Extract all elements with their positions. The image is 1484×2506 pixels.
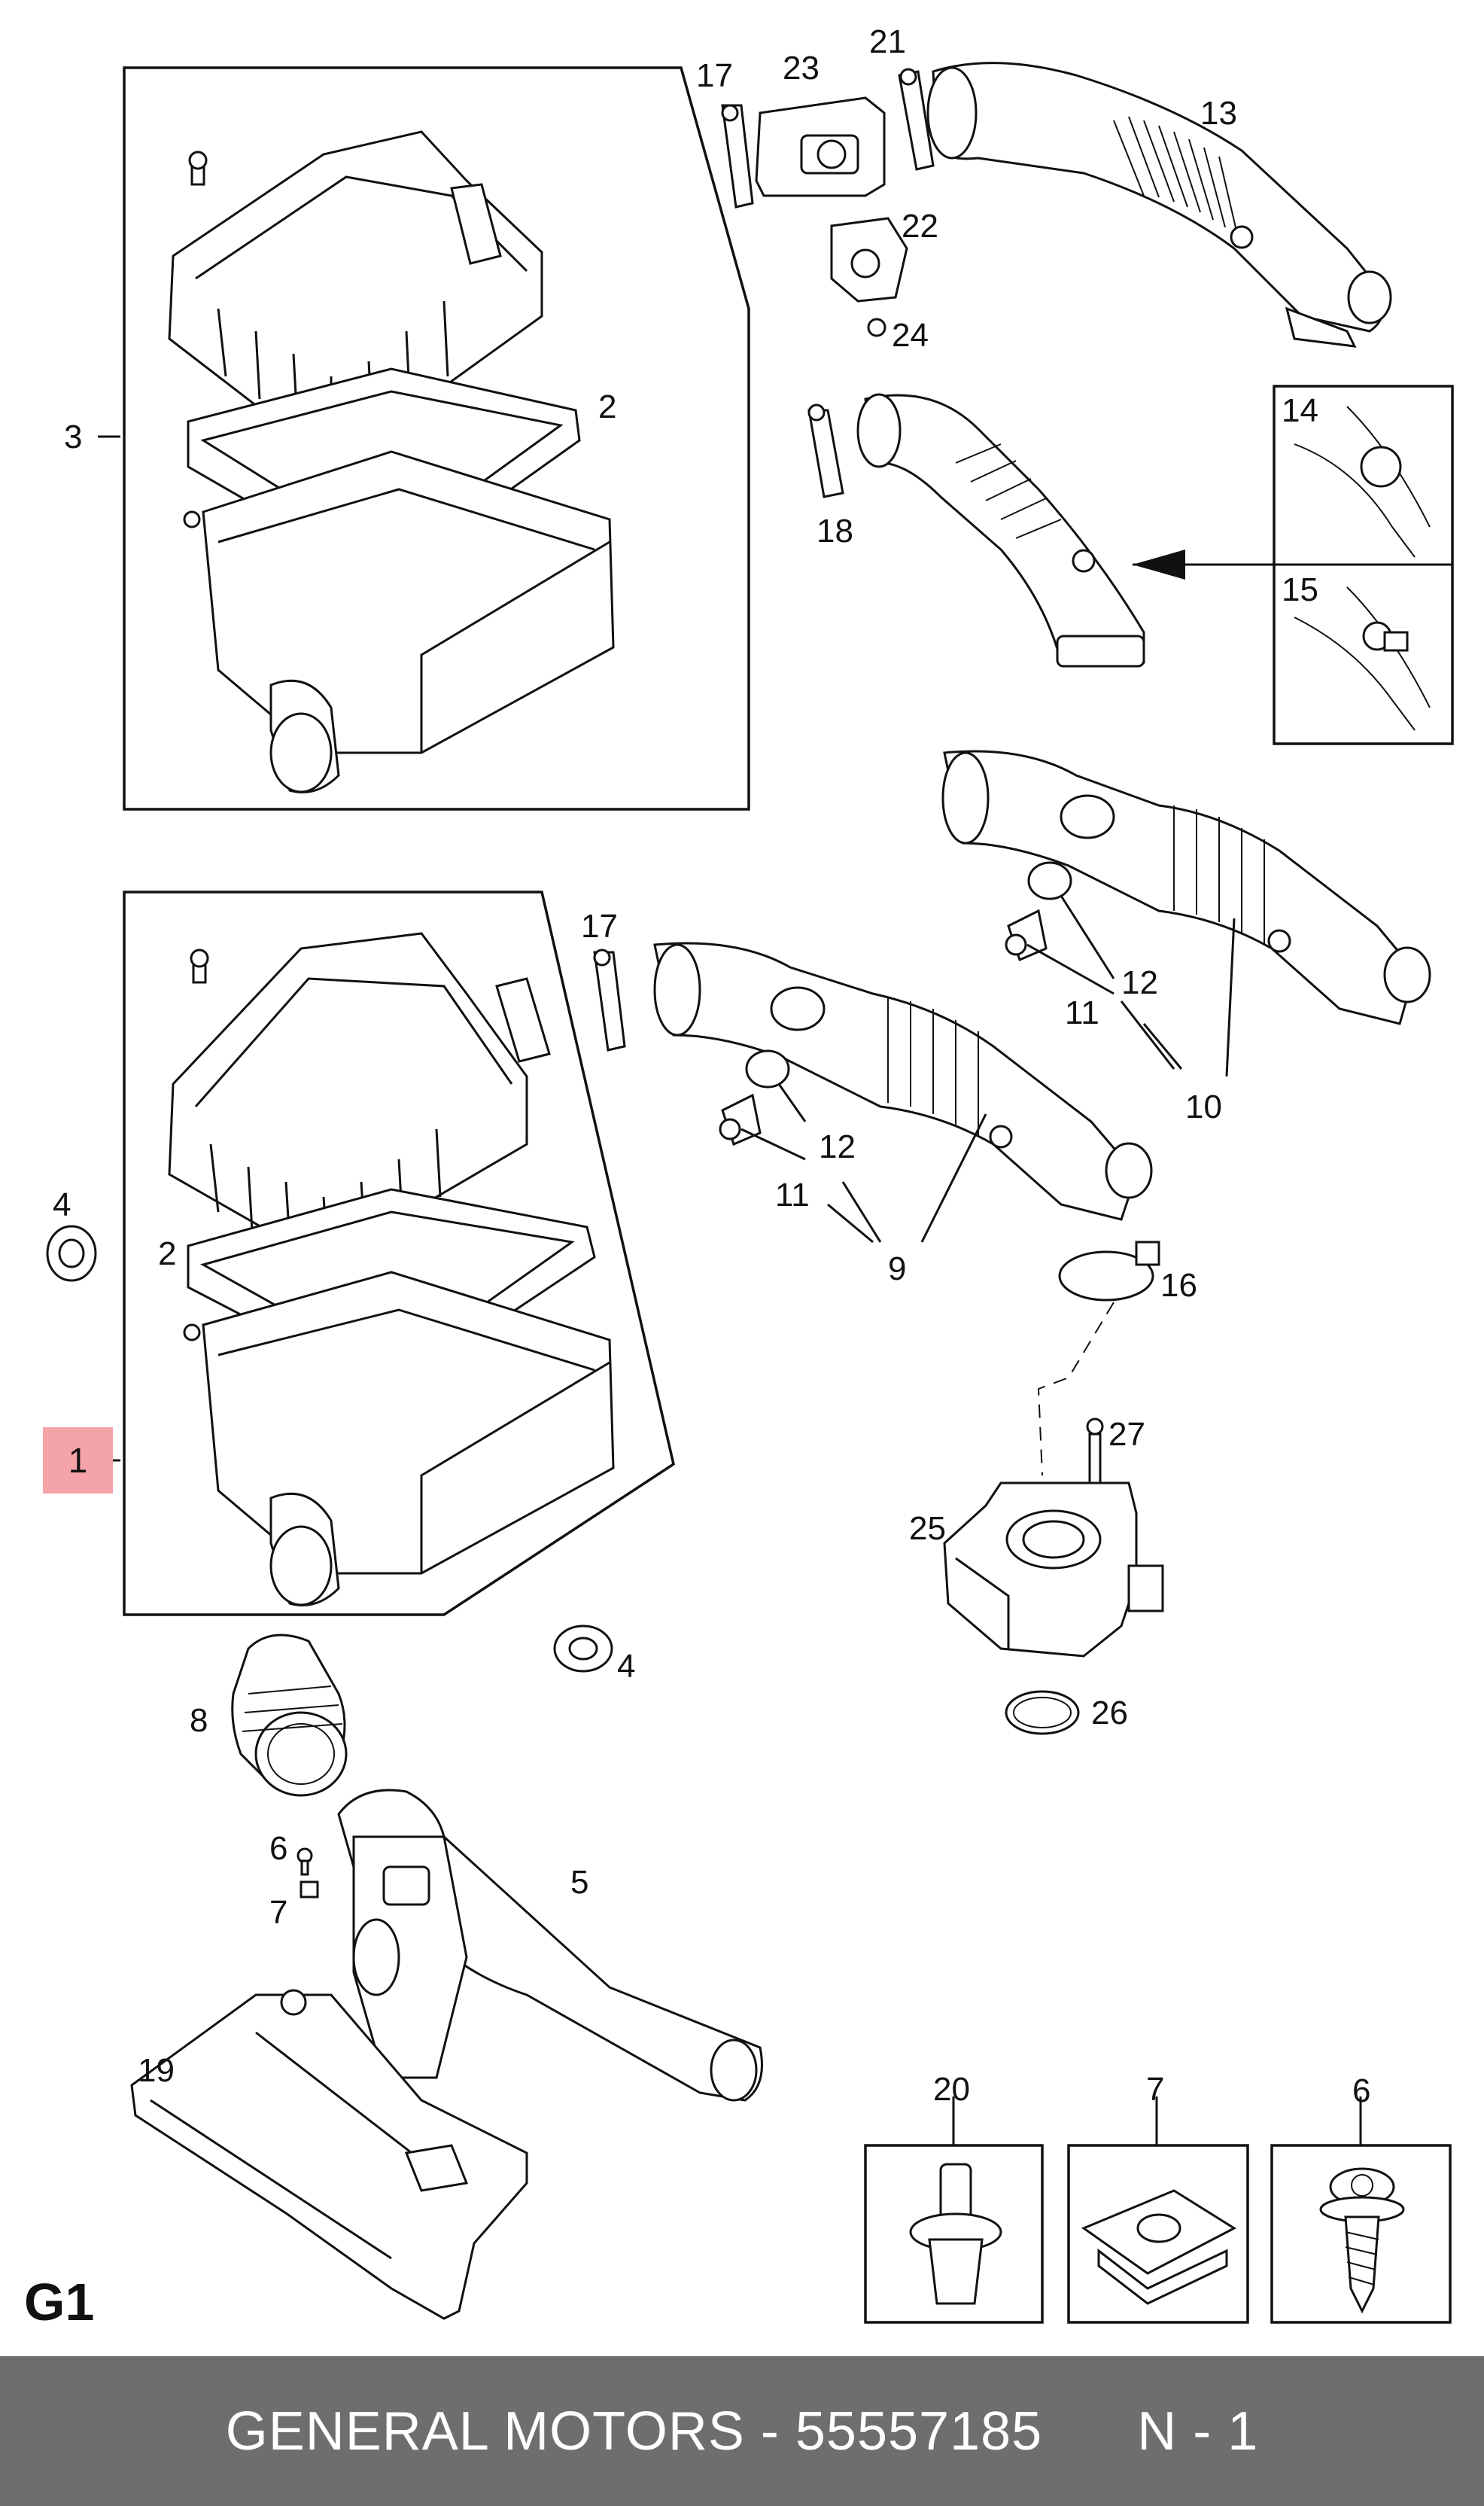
callout-27: 27 [1108,1416,1145,1453]
mass-air-flow-sensor-23 [755,96,886,197]
callout-labels: 3 2 17 23 21 13 22 24 14 15 18 17 12 11 … [53,23,1370,2109]
callout-11-lower: 11 [775,1177,810,1213]
callout-15: 15 [1282,571,1318,608]
clip-7-small [300,1880,319,1899]
intake-snorkel-8 [231,1634,348,1797]
sensor-11-upper [1005,909,1048,962]
screw-6 [1319,2167,1405,2314]
footer-separator-text: - [760,2401,780,2462]
callout-19: 19 [138,2052,175,2089]
callout-10: 10 [1185,1089,1222,1125]
callout-25: 25 [909,1510,946,1547]
detail-box-7 [1067,2144,1249,2324]
callout-22: 22 [902,208,938,245]
grommet-4-left [46,1225,97,1282]
intake-duct-5 [337,1789,763,2102]
clamp-17-upper [721,104,754,209]
callout-21: 21 [869,23,906,60]
speed-nut-7 [1081,2189,1237,2305]
callout-7-detail: 7 [1146,2071,1164,2108]
clamp-21 [898,68,935,171]
sensor-11-lower [719,1093,762,1146]
footer-bar: GENERAL MOTORS - 55557185 N - 1 [0,2356,1484,2506]
callout-11-upper: 11 [1065,994,1099,1031]
footer-part-number: 55557185 [795,2401,1043,2462]
callout-26: 26 [1091,1695,1128,1731]
callout-2-lower: 2 [158,1235,176,1272]
air-duct-9 [653,942,1153,1221]
footer-separator: - [745,2401,795,2462]
callout-4-right: 4 [617,1648,635,1685]
callout-6-detail: 6 [1352,2072,1370,2109]
footer-brand: GENERAL MOTORS [225,2401,745,2462]
callout-16: 16 [1160,1267,1197,1304]
clamp-18 [807,403,844,498]
exploded-parts-diagram: 3 2 17 23 21 13 22 24 14 15 18 17 12 11 … [46,23,1454,2324]
sheet-code: G1 [24,2273,95,2331]
air-cleaner-assembly-lower [168,932,615,1606]
callout-5: 5 [570,1864,588,1901]
throttle-body-25 [943,1481,1164,1658]
seal-ring-26 [1005,1690,1080,1735]
callout-20: 20 [933,2071,970,2108]
callout-4-left: 4 [53,1186,71,1223]
assembly-guide-dashed [1037,1302,1115,1476]
bracket-22 [830,217,908,303]
screw-6-small [296,1847,313,1876]
air-cleaner-frame-lower [123,891,675,1616]
callout-13: 13 [1200,95,1237,132]
air-intake-duct-13 [926,62,1392,348]
grommet-4-right [553,1624,613,1673]
callout-6-small: 6 [269,1830,287,1867]
screw-24 [867,318,886,337]
inset-arrow-head [1133,550,1185,580]
resonator-19 [130,1989,528,2320]
callout-14: 14 [1282,392,1318,429]
air-duct-18 [856,393,1145,668]
callout-24: 24 [892,317,929,354]
inset-detail-15 [1294,586,1431,731]
callout-17-upper: 17 [696,57,733,94]
footer-sequence: N - 1 [1137,2401,1259,2462]
callout-3: 3 [64,419,82,455]
callout-1-highlighted: 1 [68,1441,88,1480]
callout-23: 23 [783,50,820,87]
callout-2-upper: 2 [598,388,616,425]
callout-9: 9 [888,1250,906,1287]
air-duct-10 [941,750,1431,1025]
callout-7-small: 7 [269,1894,287,1931]
air-cleaner-assembly-upper [168,130,615,793]
callout-8: 8 [190,1702,208,1739]
hose-clamp-16 [1058,1241,1160,1302]
push-clip-20 [909,2163,1002,2305]
bolt-27 [1086,1417,1104,1492]
highlight-marker [43,1427,113,1494]
grommet-12-lower [745,1049,790,1089]
callout-12-lower: 12 [819,1128,856,1165]
callout-17-lower: 17 [581,908,618,945]
leader-lines [98,435,1362,2145]
callout-12-upper: 12 [1121,964,1158,1001]
footer-gap [1042,2401,1137,2462]
grommet-12-upper [1027,861,1072,900]
inset-detail-14 [1294,406,1431,558]
air-cleaner-kit-frame-upper [123,66,750,811]
clamp-17-lower [593,949,626,1052]
callout-18: 18 [817,513,853,550]
